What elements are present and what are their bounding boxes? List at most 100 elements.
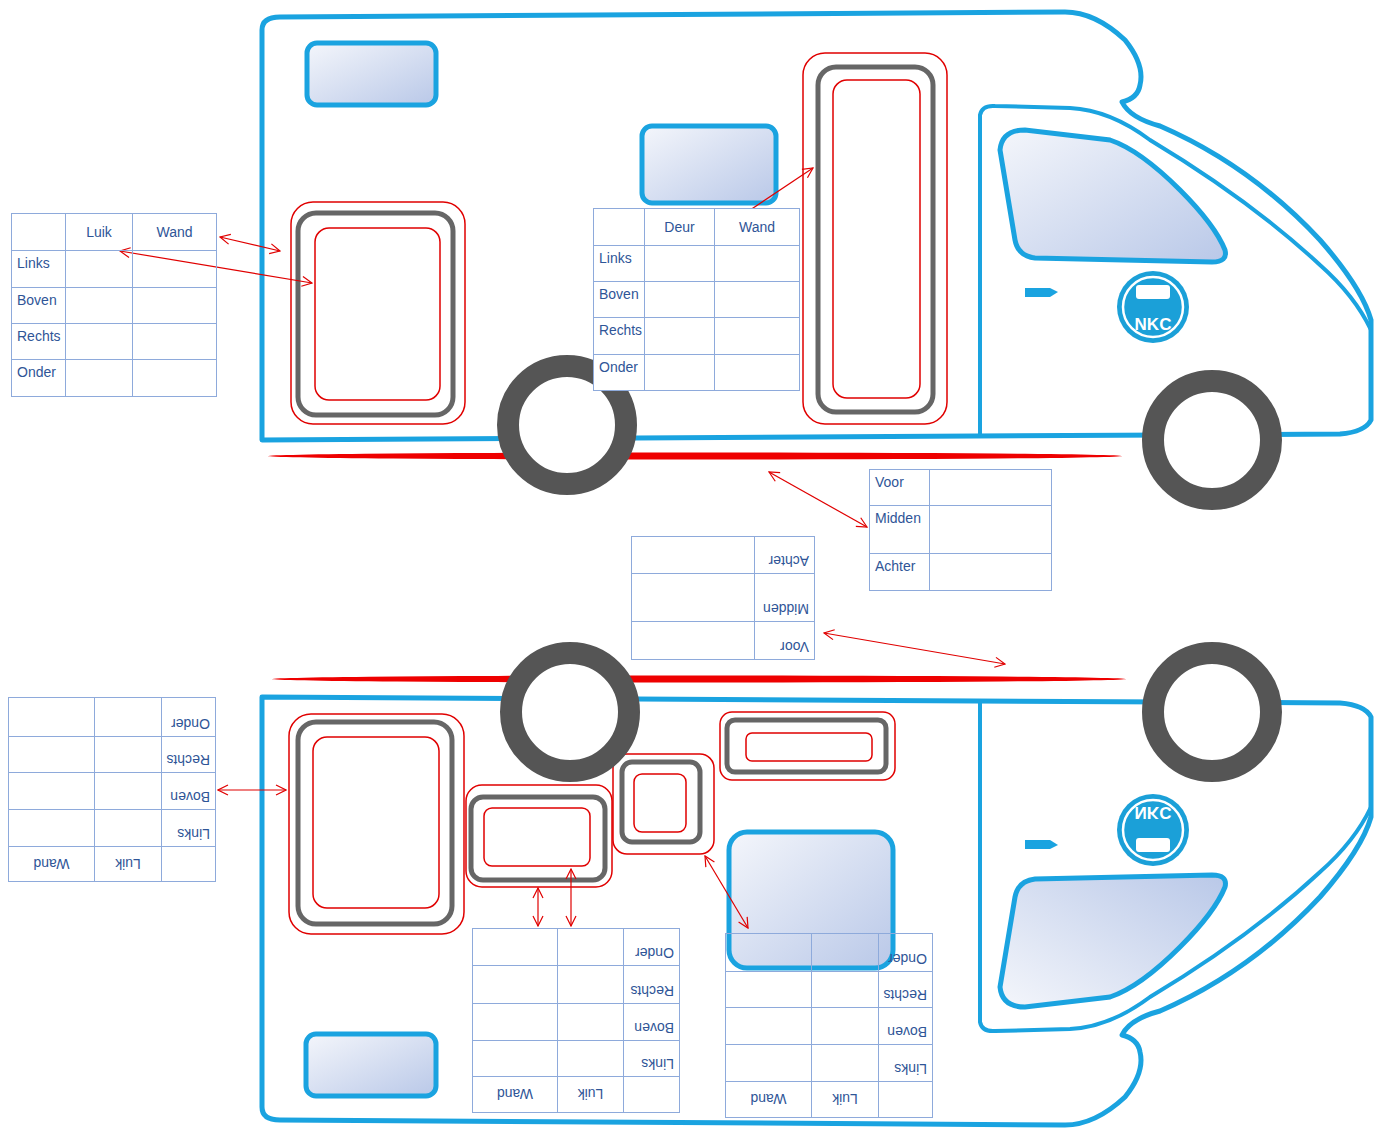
cab-window bbox=[1000, 875, 1225, 1007]
hatch-outline bbox=[818, 67, 933, 412]
table-cell bbox=[631, 536, 755, 574]
wheel bbox=[511, 653, 629, 771]
table-cell bbox=[593, 208, 645, 246]
table-cell bbox=[65, 323, 133, 360]
table-cell: Luik bbox=[557, 1076, 624, 1113]
table-cell bbox=[94, 809, 162, 847]
table-cell: Boven bbox=[161, 772, 216, 810]
table-cell: Deur bbox=[644, 208, 715, 246]
logo-van bbox=[1136, 838, 1170, 852]
table-cell bbox=[94, 697, 162, 737]
wheel bbox=[508, 366, 626, 484]
leader-arrow bbox=[218, 789, 286, 790]
hatch-outline bbox=[803, 53, 947, 424]
hatch-outline bbox=[833, 80, 920, 398]
table-cell bbox=[714, 354, 800, 391]
table-cell: Rechts bbox=[878, 971, 933, 1008]
table-cell bbox=[8, 772, 95, 810]
logo-text: NKC bbox=[1135, 803, 1172, 821]
hatch-outline bbox=[484, 808, 590, 866]
table-cell bbox=[65, 287, 133, 324]
cell-label: Onder bbox=[17, 364, 56, 380]
cell-label: Boven bbox=[170, 789, 210, 805]
hatch-outline bbox=[720, 712, 895, 780]
cell-label: Wand bbox=[33, 856, 69, 872]
table-cell: Achter bbox=[869, 553, 930, 591]
table-cell: Links bbox=[623, 1040, 680, 1077]
table-cell: Onder bbox=[878, 933, 933, 972]
cell-label: Achter bbox=[875, 558, 915, 574]
table-cell bbox=[811, 971, 879, 1008]
table-cell bbox=[811, 1044, 879, 1082]
cell-label: Onder bbox=[635, 945, 674, 961]
leader-arrow bbox=[714, 168, 813, 234]
hatch bbox=[289, 714, 464, 934]
wheels bbox=[508, 366, 1271, 771]
cell-label: Midden bbox=[875, 510, 921, 526]
table-cell bbox=[714, 317, 800, 355]
hatch-outline bbox=[315, 228, 440, 400]
hatch-outline bbox=[727, 720, 886, 772]
table-cell: Links bbox=[11, 250, 66, 288]
cell-label: Onder bbox=[599, 359, 638, 375]
table-cell: Onder bbox=[11, 359, 66, 397]
table-cell bbox=[714, 245, 800, 282]
table-cell bbox=[811, 1007, 879, 1045]
table-cell: Wand bbox=[725, 1081, 812, 1118]
table-cell: Onder bbox=[593, 354, 645, 391]
table-cell bbox=[929, 469, 1052, 506]
table-cell bbox=[557, 1003, 624, 1041]
window bbox=[642, 126, 776, 203]
table-cell: Boven bbox=[11, 287, 66, 324]
table-cell bbox=[65, 250, 133, 288]
cell-label: Links bbox=[641, 1056, 674, 1072]
data-table: LuikWandLinksBovenRechtsOnder bbox=[11, 213, 216, 396]
logo-disc bbox=[1117, 271, 1189, 343]
table-cell: Luik bbox=[65, 213, 133, 251]
logo-text: NKC bbox=[1135, 316, 1172, 334]
table-cell bbox=[472, 1040, 558, 1077]
hatch-outline bbox=[313, 737, 439, 908]
table-cell bbox=[472, 928, 558, 966]
table-cell bbox=[94, 736, 162, 773]
hatch-outline bbox=[613, 754, 714, 854]
leader-lines bbox=[120, 168, 1005, 928]
table-cell bbox=[472, 965, 558, 1004]
hatch-outline bbox=[466, 785, 612, 887]
leader-arrow bbox=[120, 251, 312, 283]
cell-label: Wand bbox=[739, 219, 775, 235]
table-cell: Onder bbox=[161, 697, 216, 737]
table-cell: Rechts bbox=[161, 736, 216, 773]
table-cell bbox=[644, 245, 715, 282]
table-cell bbox=[161, 846, 216, 882]
data-table: Luik Wand Links Boven Rechts Onder bbox=[9, 698, 216, 882]
cell-label: Midden bbox=[763, 601, 809, 617]
table-cell bbox=[644, 281, 715, 318]
table-cell: Links bbox=[878, 1044, 933, 1082]
table-cell: Wand bbox=[8, 846, 95, 882]
cell-label: Wand bbox=[750, 1092, 786, 1108]
table-cell bbox=[929, 553, 1052, 591]
cell-label: Voor bbox=[875, 474, 904, 490]
sill-stripe bbox=[268, 453, 1122, 460]
table-cell: Wand bbox=[132, 213, 217, 251]
hatch bbox=[291, 202, 465, 424]
data-table: VoorMiddenAchter bbox=[632, 537, 815, 660]
logo-disc bbox=[1117, 794, 1189, 866]
table-cell: Links bbox=[161, 809, 216, 847]
cell-label: Onder bbox=[888, 951, 927, 967]
mirror-mark bbox=[1025, 288, 1058, 297]
cell-label: Onder bbox=[171, 716, 210, 732]
cell-label: Luik bbox=[832, 1092, 858, 1108]
table-cell bbox=[11, 213, 66, 251]
cell-label: Boven bbox=[17, 292, 57, 308]
table-cell: Boven bbox=[878, 1007, 933, 1045]
logo-ring bbox=[1123, 800, 1183, 860]
mirror-mark bbox=[1025, 840, 1058, 849]
table-cell: Luik bbox=[94, 846, 162, 882]
logo-van bbox=[1136, 285, 1170, 299]
cell-label: Links bbox=[599, 250, 632, 266]
table-cell bbox=[8, 809, 95, 847]
cell-label: Boven bbox=[887, 1024, 927, 1040]
table-cell bbox=[557, 928, 624, 966]
